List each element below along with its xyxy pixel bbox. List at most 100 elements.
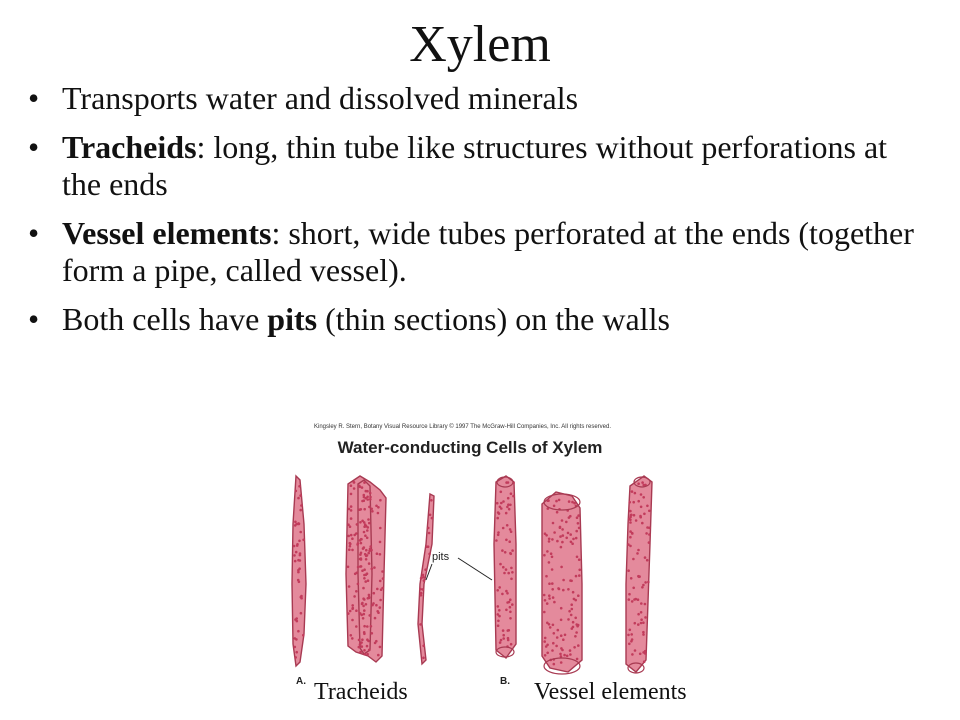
pit-dot [543,610,546,614]
pit-dot [502,633,505,637]
perforation-plate [633,476,651,488]
pit-dot [627,633,630,637]
pit-dot [576,522,580,525]
pit-dot [359,557,363,560]
pit-dot [642,660,646,663]
perforation-plate [543,657,581,675]
pit-dot [361,569,364,572]
pit-dot [563,653,566,657]
pit-dot [353,533,356,537]
pit-dot [367,648,371,652]
pit-dot [577,514,580,517]
pit-dot [550,568,554,571]
pit-dot [628,592,631,596]
pit-dot [297,570,300,574]
pit-dot [347,507,351,511]
pit-dot [347,523,350,526]
pit-dot [543,532,547,535]
pit-dot [364,558,368,561]
pit-dot [357,645,361,649]
pit-dot [362,530,366,534]
pit-dot [632,500,635,504]
pit-dot [362,604,365,608]
pit-dot [629,577,633,580]
pit-dot [351,604,354,607]
perforation-plate [627,662,645,674]
pit-dot [546,507,550,510]
pit-dot [547,537,551,541]
pit-dot [642,621,645,624]
pit-dot [363,577,366,580]
pit-dot [496,589,499,592]
pit-dot [574,616,577,620]
bullet-term: pits [267,301,318,337]
pit-dot [507,571,510,575]
pit-dot [576,624,579,628]
pit-dot [509,610,512,614]
pit-dot [555,499,558,503]
pit-dot [295,617,298,620]
pit-dot [567,618,570,621]
pit-dot [560,647,563,650]
pit-dot [574,536,578,540]
pit-dot [368,505,371,509]
pit-dot [639,505,643,509]
bullet-text: Transports water and dissolved minerals [62,80,579,116]
pit-dot [362,586,365,590]
pit-dot [360,613,363,617]
pit-dot [574,574,578,578]
pit-dot [297,496,300,500]
pit-dot [559,545,563,549]
pit-dot [368,521,371,525]
pit-dot [299,494,302,497]
pit-dot [571,500,574,504]
pit-dot [351,637,354,640]
pit-dot [364,534,367,537]
pit-dot [381,586,384,590]
pit-dot [497,512,501,515]
pit-dot [297,629,300,633]
pit-dot [355,609,358,612]
pit-dot [567,588,570,591]
pit-dot [552,504,556,508]
pit-dot [551,538,554,541]
pit-dot [378,579,382,583]
pit-dot [364,554,368,558]
pit-dot [379,588,383,591]
pit-dot [352,481,356,484]
pit-dot [364,496,367,500]
pit-dot [295,522,298,526]
pit-dot [633,621,637,625]
pit-dot [367,639,370,643]
pit-dot [505,524,509,527]
pit-dot [509,503,512,507]
bullet-text: : long, thin tube like structures withou… [62,129,888,202]
pit-dot [349,517,353,520]
pit-dot [496,605,500,608]
pit-dot [370,567,374,571]
pit-dot [430,516,434,520]
pit-dot [551,623,555,627]
bullet-vessel-elements: • Vessel elements: short, wide tubes per… [28,215,928,289]
pit-dot [428,552,431,556]
pit-dot [553,600,556,604]
pit-dot [293,554,296,557]
pit-dot [545,602,549,605]
pit-dot [645,532,648,535]
pit-dot [568,649,572,652]
pits-pointer-line [457,557,493,581]
pit-dot [362,631,366,634]
pit-dot [637,623,640,626]
pit-dot [419,587,422,591]
pit-dot [562,588,565,592]
pit-dot [501,592,504,596]
pit-dot [508,528,512,531]
pit-dot [546,550,549,553]
pit-dot [569,653,572,656]
pit-dot [302,633,305,637]
pit-dot [505,589,508,593]
pit-dot [506,638,510,642]
pit-dot [366,625,369,628]
pit-dot [355,590,358,593]
pit-dot [542,593,546,597]
